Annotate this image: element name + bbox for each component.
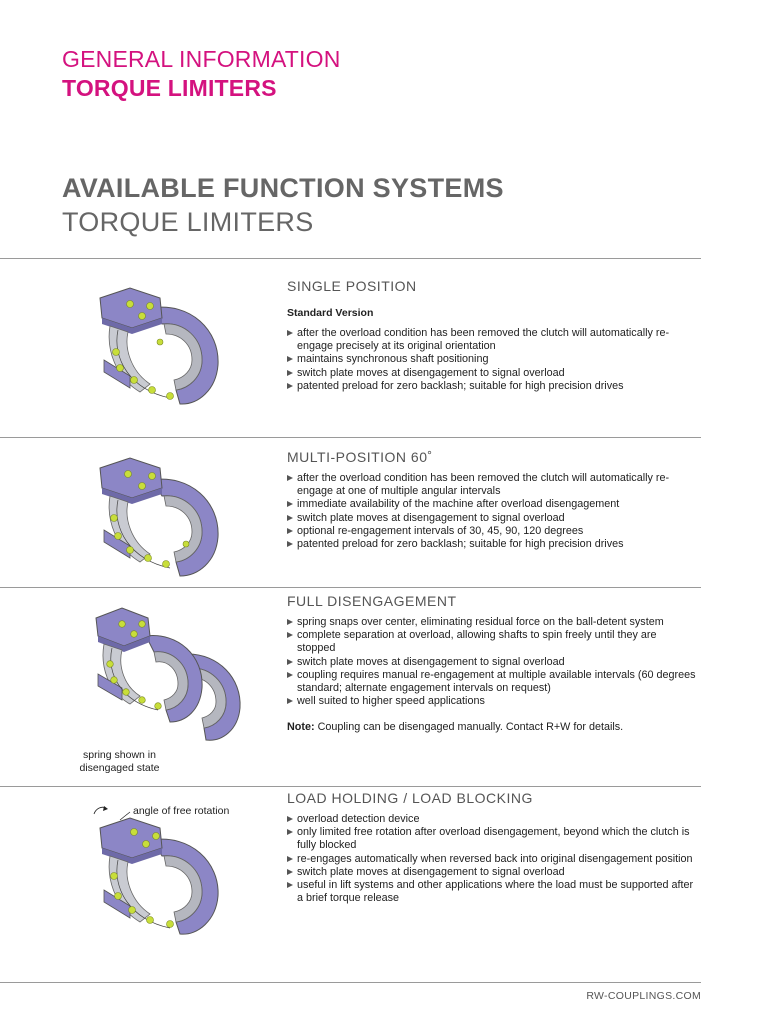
section-title: MULTI-POSITION 60˚ [287, 449, 433, 465]
feature-list: overload detection device only limited f… [287, 813, 697, 905]
note: Note: Coupling can be disengaged manuall… [287, 721, 623, 733]
caption-line: disengaged state [79, 762, 160, 774]
angle-label: angle of free rotation [133, 805, 230, 817]
section-title: SINGLE POSITION [287, 278, 417, 294]
header-category: GENERAL INFORMATION [62, 46, 341, 72]
feature-item: patented preload for zero backlash; suit… [287, 380, 697, 393]
feature-list: spring snaps over center, eliminating re… [287, 616, 697, 708]
section-title: FULL DISENGAGEMENT [287, 593, 457, 609]
feature-item: spring snaps over center, eliminating re… [287, 616, 697, 629]
divider [0, 258, 701, 259]
feature-list: after the overload condition has been re… [287, 327, 697, 393]
feature-item: optional re-engagement intervals of 30, … [287, 525, 697, 538]
divider [0, 437, 701, 438]
divider [0, 587, 701, 588]
caption-line: spring shown in [83, 749, 156, 761]
feature-item: patented preload for zero backlash; suit… [287, 538, 697, 551]
divider [0, 786, 701, 787]
feature-item: switch plate moves at disengagement to s… [287, 656, 697, 669]
note-text: Coupling can be disengaged manually. Con… [314, 721, 624, 733]
feature-item: immediate availability of the machine af… [287, 498, 697, 511]
section-subheading: Standard Version [287, 307, 374, 319]
note-label: Note: [287, 721, 315, 733]
coupling-full-disengagement-illustration [95, 607, 241, 741]
feature-item: switch plate moves at disengagement to s… [287, 866, 697, 879]
feature-item: overload detection device [287, 813, 697, 826]
feature-item: coupling requires manual re-engagement a… [287, 669, 697, 695]
page-title: AVAILABLE FUNCTION SYSTEMS [62, 173, 504, 203]
feature-item: re-engages automatically when reversed b… [287, 853, 697, 866]
feature-item: complete separation at overload, allowin… [287, 629, 697, 655]
coupling-multi-position-illustration [99, 457, 219, 577]
section-title: LOAD HOLDING / LOAD BLOCKING [287, 790, 533, 806]
illustration-caption: spring shown in disengaged state [62, 749, 177, 775]
feature-item: useful in lift systems and other applica… [287, 879, 697, 905]
feature-item: well suited to higher speed applications [287, 695, 697, 708]
feature-list: after the overload condition has been re… [287, 472, 697, 551]
feature-item: maintains synchronous shaft positioning [287, 353, 697, 366]
coupling-single-position-illustration [99, 287, 219, 405]
coupling-load-holding-illustration [93, 806, 219, 935]
footer-url: RW-COUPLINGS.COM [586, 990, 701, 1002]
page-subtitle: TORQUE LIMITERS [62, 207, 314, 237]
feature-item: switch plate moves at disengagement to s… [287, 512, 697, 525]
feature-item: after the overload condition has been re… [287, 327, 697, 353]
divider [0, 982, 701, 983]
header-subcategory: TORQUE LIMITERS [62, 75, 277, 101]
feature-item: after the overload condition has been re… [287, 472, 697, 498]
feature-item: only limited free rotation after overloa… [287, 826, 697, 852]
feature-item: switch plate moves at disengagement to s… [287, 367, 697, 380]
